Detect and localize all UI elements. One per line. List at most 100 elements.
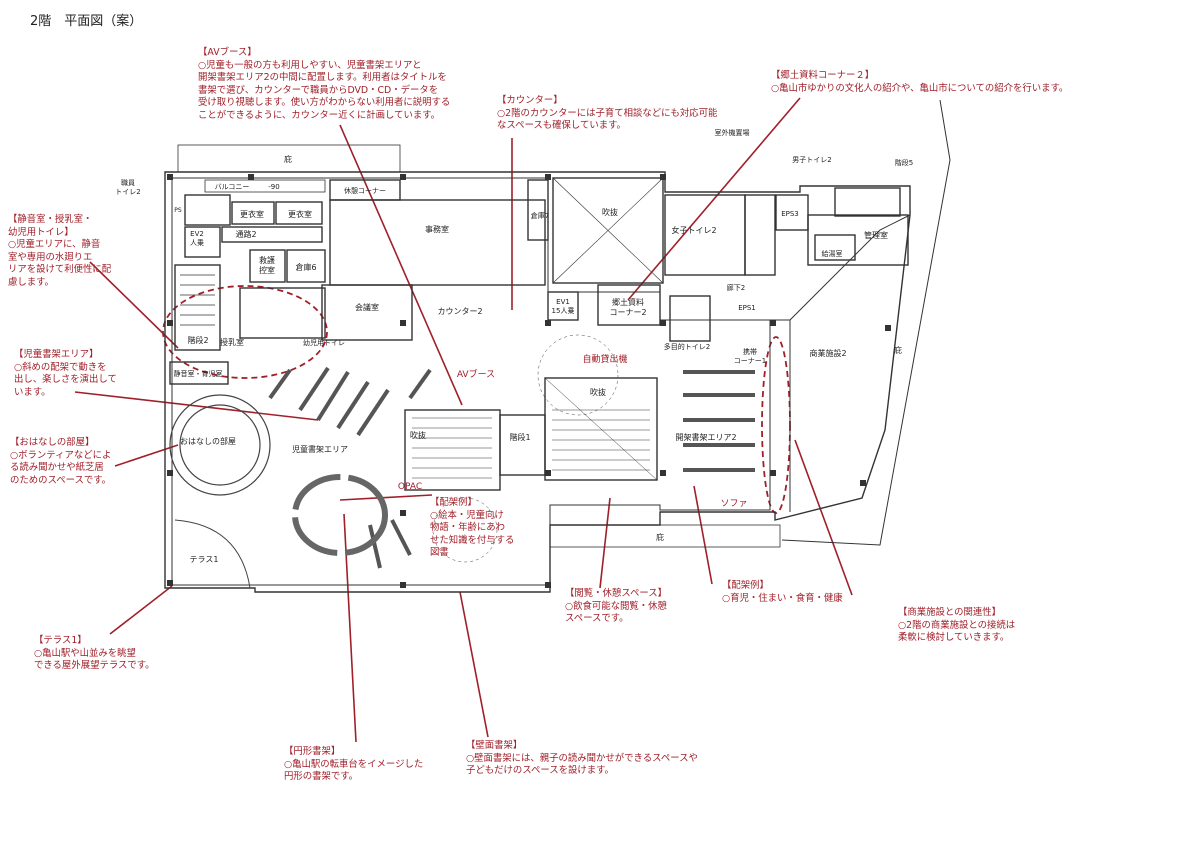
- room-label-eps1: EPS1: [738, 304, 756, 312]
- leader-commercial: [794, 439, 853, 596]
- room-label-eps3: EPS3: [781, 210, 799, 218]
- room-label-multi-wc: 多目的トイレ2: [664, 342, 710, 351]
- leader-local: [627, 97, 801, 301]
- annotation-wall-shelf: 【壁面書架】○壁面書架には、親子の読み聞かせができるスペースや 子どもだけのスペ…: [466, 740, 698, 778]
- room-label-womens-wc: 女子トイレ2: [671, 225, 716, 235]
- room-label-commercial2: 商業施設2: [809, 348, 846, 358]
- annotation-heading: 【カウンター】: [497, 95, 563, 106]
- annotation-body: ○育児・住まい・食育・健康: [722, 592, 843, 604]
- room-label-opac: OPAC: [398, 482, 422, 492]
- annotation-body: ○2階のカウンターには子育て相談などにも対応可能 なスペースも確保しています。: [497, 107, 718, 132]
- room-label-eaves-bottom: 庇: [656, 532, 664, 542]
- outer-wall: [164, 171, 911, 593]
- page-title: 2階 平面図（案）: [30, 14, 143, 29]
- annotation-body: ○絵本・児童向け 物語・年齢にあわ せた知識を付与する 図書: [430, 509, 515, 559]
- leader-kids: [74, 391, 319, 421]
- room-label-mens-wc: 男子トイレ2: [792, 156, 831, 164]
- room-label-terrace1: テラス1: [190, 555, 219, 564]
- room-label-local-corner2: 郷土資料コーナー2: [609, 297, 646, 317]
- annotation-heading: 【児童書架エリア】: [14, 349, 99, 360]
- dashed-quiet-zone: [162, 285, 328, 379]
- room-label-hall: 廊下2: [727, 283, 745, 292]
- room-label-void-mid: 吹抜: [410, 430, 426, 440]
- room-label-balcony: バルコニー: [215, 183, 250, 191]
- annotation-body: ○斜めの配架で動きを 出し、楽しさを演出して います。: [14, 361, 117, 398]
- annotation-round-shelf: 【円形書架】○亀山駅の転車台をイメージした 円形の書架です。: [284, 746, 423, 784]
- annotation-commercial: 【商業施設との関連性】○2階の商業施設との接続は 柔軟に検討していきます。: [898, 607, 1015, 645]
- leader-shelf1: [339, 494, 433, 501]
- annotation-body: ○児童エリアに、静音 室や専用の水廻りエ リアを設けて利便性に配 慮します。: [8, 239, 112, 288]
- leader-wall: [459, 591, 489, 738]
- annotation-shelf-example-2: 【配架例】○育児・住まい・食育・健康: [722, 580, 843, 605]
- leader-story: [114, 444, 179, 467]
- annotation-heading: 【郷土資料コーナー２】: [771, 70, 875, 81]
- room-label-break-corner: 休憩コーナー: [344, 186, 386, 195]
- room-label-av: AVブース: [457, 368, 495, 380]
- room-label-eaves-top: 庇: [284, 154, 292, 164]
- annotation-av-booth: 【AVブース】○児童も一般の方も利用しやすい、児童書架エリアと 開架書架エリア2…: [198, 47, 450, 123]
- leader-reading: [599, 497, 611, 589]
- annotation-body: ○2階の商業施設との接続は 柔軟に検討していきます。: [898, 619, 1016, 644]
- room-label-open-shelf2: 開架書架エリア2: [675, 432, 736, 442]
- annotation-heading: 【テラス1】: [34, 635, 87, 646]
- room-label-ps: PS: [174, 207, 182, 214]
- room-label-locker2: 更衣室: [288, 209, 312, 219]
- room-label-storage7: 倉庫7: [531, 211, 549, 220]
- room-label-outdoor-unit: 室外機置場: [715, 128, 750, 137]
- room-label-void-right: 吹抜: [590, 387, 606, 397]
- annotation-body: ○飲食可能な閲覧・休憩 スペースです。: [565, 600, 667, 625]
- room-label-passage2: 通路2: [235, 229, 256, 239]
- room-label-stair2: 階段2: [187, 335, 208, 345]
- room-label-nursing: 授乳室: [220, 337, 244, 347]
- room-label-sofa: ソファ: [720, 499, 747, 509]
- room-label-stair1: 階段1: [509, 432, 530, 442]
- annotation-body: ○亀山市ゆかりの文化人の紹介や、亀山市についての紹介を行います。: [771, 82, 1069, 94]
- room-label-locker1: 更衣室: [240, 209, 264, 219]
- annotation-heading: 【商業施設との関連性】: [898, 607, 1002, 618]
- room-label-stair5: 階段5: [895, 158, 913, 167]
- annotation-heading: 【配架例】: [430, 497, 477, 508]
- leader-shelf2: [693, 485, 713, 585]
- void-top-box: [552, 177, 664, 284]
- annotation-heading: 【静音室・授乳室・ 幼児用トイレ】: [8, 214, 93, 238]
- room-label-storage6: 倉庫6: [295, 262, 316, 272]
- annotation-heading: 【閲覧・休憩スペース】: [565, 588, 667, 599]
- room-label-eaves-right: 庇: [894, 345, 902, 355]
- annotation-heading: 【配架例】: [722, 580, 769, 591]
- annotation-heading: 【AVブース】: [198, 47, 257, 58]
- eaves-top: [177, 144, 401, 173]
- annotation-body: ○児童も一般の方も利用しやすい、児童書架エリアと 開架書架エリア2の中間に配置し…: [198, 59, 451, 121]
- room-label-meeting: 会議室: [355, 302, 379, 312]
- annotation-quiet-room: 【静音室・授乳室・ 幼児用トイレ】○児童エリアに、静音 室や専用の水廻りエ リア…: [8, 214, 111, 290]
- room-label-misc-90: -90: [268, 183, 279, 191]
- room-label-story: おはなしの部屋: [180, 436, 236, 446]
- balcony: [204, 179, 326, 193]
- leader-terrace: [109, 585, 173, 635]
- annotation-shelf-example-1: 【配架例】○絵本・児童向け 物語・年齢にあわ せた知識を付与する 図書: [430, 497, 514, 560]
- room-label-kids-wc: 幼児用トイレ: [303, 338, 345, 347]
- leader-av: [339, 124, 463, 406]
- room-label-office: 事務室: [425, 224, 449, 234]
- room-label-manage: 管理室: [864, 230, 888, 240]
- room-label-vending: 自動貸出機: [582, 353, 627, 365]
- annotation-heading: 【壁面書架】: [466, 740, 523, 751]
- room-label-quiet: 静音室・育児室: [174, 369, 223, 378]
- story-room-circle: [169, 394, 271, 496]
- annotation-body: ○亀山駅や山並みを眺望 できる屋外展望テラスです。: [34, 647, 155, 672]
- annotation-story-room: 【おはなしの部屋】○ボランティアなどによ る読み聞かせや紙芝居 のためのスペース…: [10, 437, 111, 487]
- annotation-heading: 【円形書架】: [284, 746, 341, 757]
- annotation-body: ○亀山駅の転車台をイメージした 円形の書架です。: [284, 758, 424, 783]
- room-label-mobile: 携帯コーナー1: [734, 347, 766, 365]
- annotation-body: ○壁面書架には、親子の読み聞かせができるスペースや 子どもだけのスペースを設けま…: [466, 752, 698, 777]
- annotation-local-corner: 【郷土資料コーナー２】○亀山市ゆかりの文化人の紹介や、亀山市についての紹介を行い…: [771, 70, 1068, 95]
- annotation-terrace: 【テラス1】○亀山駅や山並みを眺望 できる屋外展望テラスです。: [34, 635, 155, 673]
- annotation-heading: 【おはなしの部屋】: [10, 437, 95, 448]
- annotation-body: ○ボランティアなどによ る読み聞かせや紙芝居 のためのスペースです。: [10, 449, 112, 486]
- room-label-staff-toilet: 職員トイレ2: [115, 178, 140, 196]
- room-label-first-aid: 救護控室: [259, 255, 275, 275]
- room-label-counter2: カウンター2: [437, 307, 482, 316]
- room-label-void-top: 吹抜: [602, 207, 618, 217]
